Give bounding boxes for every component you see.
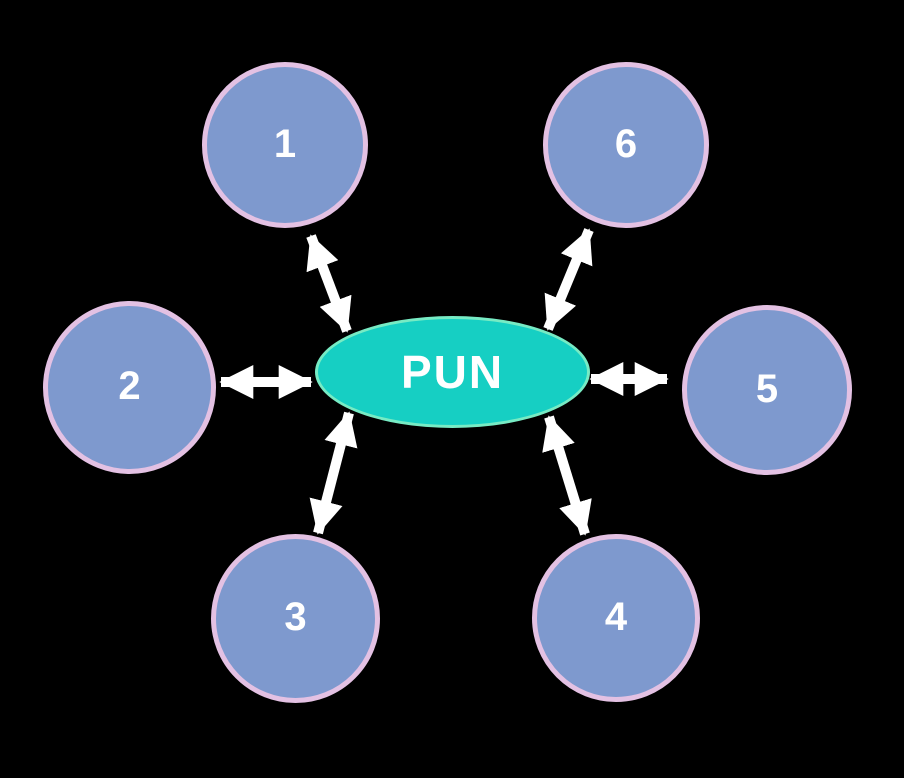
double-arrow-node-3 [309, 411, 358, 535]
node-circle-6[interactable]: 6 [543, 62, 709, 228]
hub-ellipse[interactable]: PUN [315, 316, 590, 428]
node-circle-1[interactable]: 1 [202, 62, 368, 228]
node-label: 4 [604, 594, 628, 639]
double-arrow-node-4 [542, 415, 592, 536]
node-label: 3 [284, 595, 307, 639]
node-label: 6 [614, 121, 638, 166]
node-label: 1 [273, 121, 297, 166]
node-circle-3[interactable]: 3 [211, 534, 380, 703]
node-circle-4[interactable]: 4 [532, 534, 700, 702]
double-arrow-node-1 [306, 234, 352, 333]
hub-label: PUN [400, 346, 505, 398]
node-circle-5[interactable]: 5 [682, 305, 852, 475]
node-circle-2[interactable]: 2 [43, 301, 216, 474]
double-arrow-node-6 [543, 228, 594, 331]
node-label: 2 [118, 364, 141, 408]
node-label: 5 [755, 366, 779, 411]
